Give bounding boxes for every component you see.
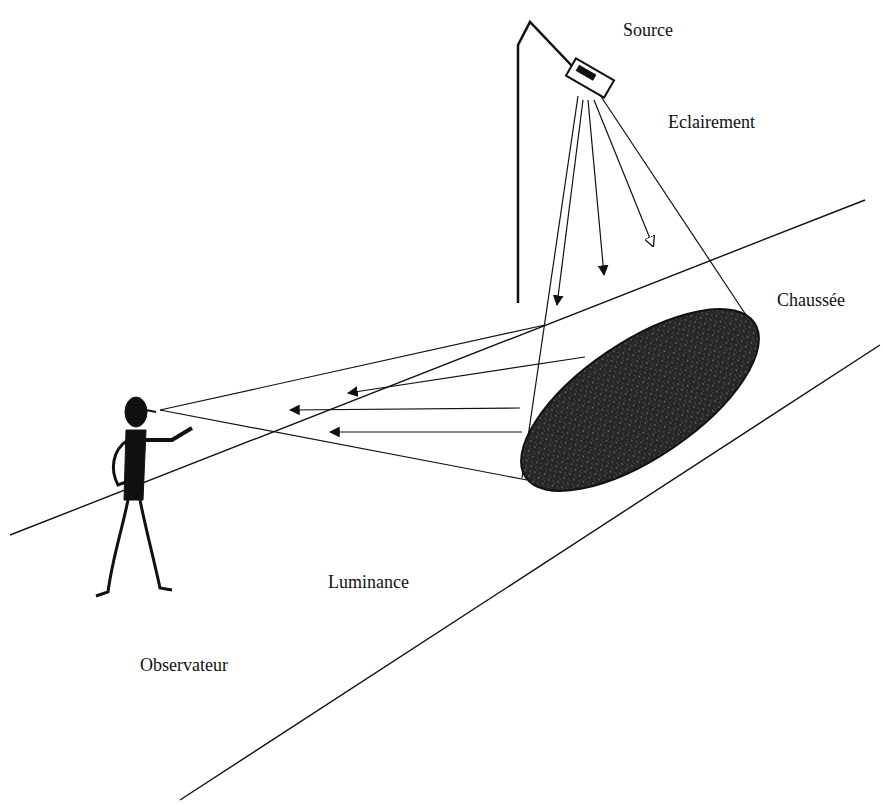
illuminance-label: Eclairement	[665, 112, 758, 134]
luminance-label: Luminance	[325, 572, 412, 594]
source-label: Source	[620, 20, 676, 42]
road-edges	[10, 200, 880, 800]
observer-label: Observateur	[137, 655, 231, 677]
roadway-label: Chaussée	[774, 290, 848, 312]
luminance-cone	[160, 325, 585, 480]
observer-figure	[96, 397, 192, 596]
lit-road-patch	[493, 275, 787, 526]
lamp-post	[518, 22, 614, 303]
